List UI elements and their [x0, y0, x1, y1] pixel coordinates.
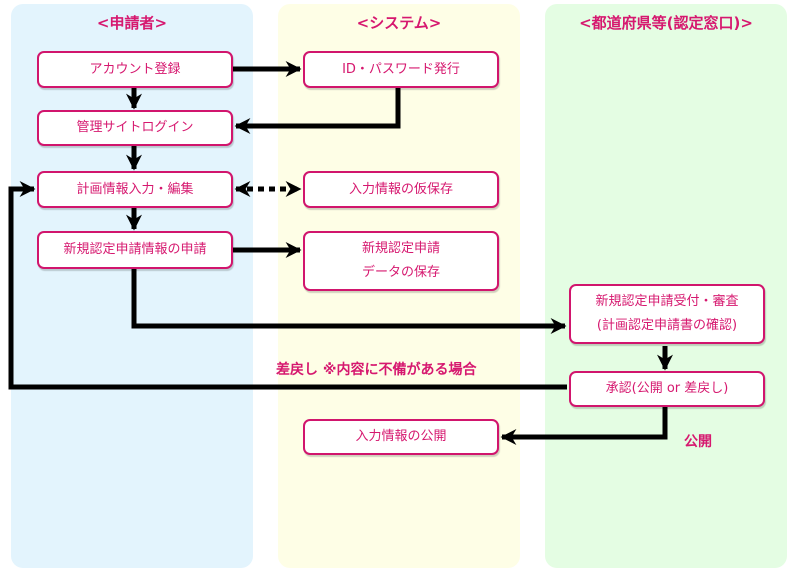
box-text: アカウント登録: [89, 61, 181, 77]
box-text: ID・パスワード発行: [342, 61, 460, 77]
lane-title-prefecture: <都道府県等(認定窓口)>: [579, 14, 753, 32]
box-plan-input-edit: 計画情報入力・編集: [37, 171, 233, 208]
box-text-line2: データの保存: [361, 265, 440, 280]
box-new-application-submit: 新規認定申請情報の申請: [37, 231, 233, 269]
box-approval: 承認(公開 or 差戻し): [569, 371, 765, 407]
box-text: 計画情報入力・編集: [76, 181, 194, 197]
box-temporary-save: 入力情報の仮保存: [303, 171, 499, 208]
box-text: 新規認定申請情報の申請: [63, 242, 207, 257]
box-account-registration: アカウント登録: [37, 51, 233, 88]
box-receipt-review: 新規認定申請受付・審査 (計画認定申請書の確認): [569, 284, 765, 344]
box-text-line2: (計画認定申請書の確認): [596, 318, 738, 333]
lane-title-system: <システム>: [356, 14, 442, 32]
box-text: 入力情報の仮保存: [348, 181, 453, 197]
box-text-line1: 新規認定申請: [361, 241, 440, 256]
arrow-publish: [500, 405, 668, 446]
lane-title-applicant: <申請者>: [96, 14, 168, 32]
box-text: 管理サイトログイン: [76, 120, 194, 135]
box-admin-login: 管理サイトログイン: [37, 110, 233, 146]
arrow-submit-to-review: [131, 268, 567, 335]
box-text: 承認(公開 or 差戻し): [605, 381, 729, 396]
box-text-line1: 新規認定申請受付・審査: [595, 294, 739, 309]
box-publish-info: 入力情報の公開: [303, 419, 499, 455]
label-publish: 公開: [684, 434, 712, 450]
label-send-back: 差戻し ※内容に不備がある場合: [276, 362, 477, 378]
box-id-password-issue: ID・パスワード発行: [303, 51, 499, 88]
arrow-id-issue-to-login: [234, 88, 401, 135]
box-application-data-save: 新規認定申請 データの保存: [303, 231, 499, 291]
box-text: 入力情報の公開: [355, 429, 447, 444]
arrow-send-back: [8, 180, 567, 390]
